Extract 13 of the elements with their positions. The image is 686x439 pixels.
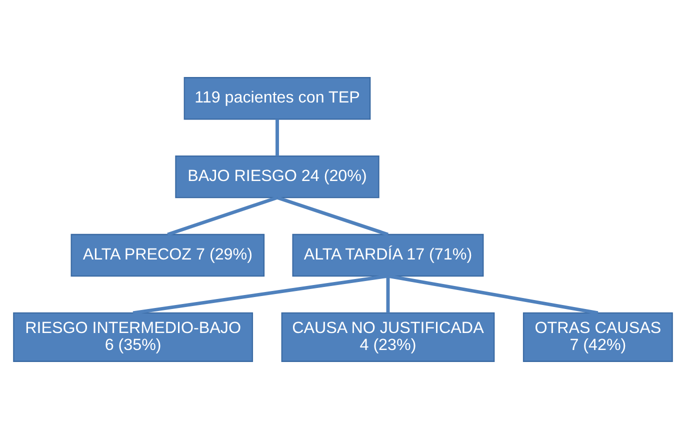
node-box: BAJO RIESGO 24 (20%) bbox=[175, 155, 380, 198]
connector bbox=[386, 276, 390, 313]
node-box: OTRAS CAUSAS 7 (42%) bbox=[522, 312, 673, 362]
node-box: CAUSA NO JUSTIFICADA 4 (23%) bbox=[281, 312, 495, 362]
node-box: ALTA PRECOZ 7 (29%) bbox=[70, 234, 265, 277]
connector bbox=[132, 274, 388, 315]
connector bbox=[167, 196, 278, 236]
connector bbox=[276, 196, 389, 236]
connector bbox=[388, 274, 598, 315]
connector bbox=[276, 119, 279, 156]
node-box: RIESGO INTERMEDIO-BAJO 6 (35%) bbox=[13, 312, 254, 362]
node-box: ALTA TARDÍA 17 (71%) bbox=[292, 234, 484, 277]
node-box: 119 pacientes con TEP bbox=[184, 77, 371, 120]
